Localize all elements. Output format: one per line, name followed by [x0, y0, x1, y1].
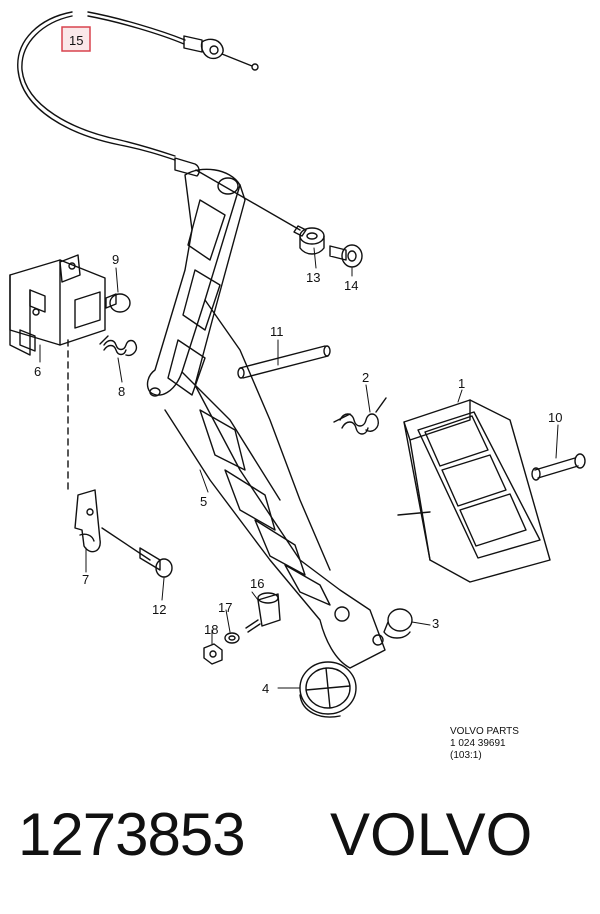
- part-11-shaft: [237, 345, 331, 379]
- callout-17: 17: [218, 600, 232, 615]
- part-6-bracket: [9, 254, 106, 356]
- pedal-lever-arm: [146, 168, 386, 669]
- part-8-spring: [99, 335, 138, 357]
- callout-1: 1: [458, 376, 465, 391]
- part-1-pedal-pad: [397, 399, 551, 583]
- callout-15: 15: [69, 33, 83, 48]
- callout-11: 11: [270, 324, 284, 339]
- callout-8: 8: [118, 384, 125, 399]
- leader-lines: [39, 247, 559, 689]
- callout-16: 16: [250, 576, 264, 591]
- part-7-clip: [74, 489, 101, 553]
- part-10-pin: [531, 453, 586, 481]
- callout-7: 7: [82, 572, 89, 587]
- part-14-pin: [329, 244, 363, 268]
- callout-6: 6: [34, 364, 41, 379]
- stamp-line-1: VOLVO PARTS: [450, 726, 519, 737]
- part-2-spring: [333, 397, 387, 435]
- callout-9: 9: [112, 252, 119, 267]
- callout-14: 14: [344, 278, 358, 293]
- callout-5: 5: [200, 494, 207, 509]
- part-16-stop-screw: [245, 592, 281, 633]
- part-9-bumper: [105, 293, 131, 313]
- part-18-nut: [203, 643, 223, 665]
- callout-4: 4: [262, 681, 269, 696]
- stamp-line-3: (103:1): [450, 750, 482, 761]
- callout-10: 10: [548, 410, 562, 425]
- callout-2: 2: [362, 370, 369, 385]
- callout-13: 13: [306, 270, 320, 285]
- callout-12: 12: [152, 602, 166, 617]
- exploded-parts-diagram: 15 9 6 8 7 12 13 14 11 2 1 10 5 16 17 18…: [9, 11, 586, 761]
- part-17-washer: [224, 632, 240, 644]
- part-13-bushing: [299, 227, 325, 255]
- highlight-box-15: [61, 26, 91, 52]
- part-4-bearing: [299, 661, 357, 718]
- highlight-fill-15: [62, 27, 90, 51]
- callout-3: 3: [432, 616, 439, 631]
- callout-18: 18: [204, 622, 218, 637]
- part-number: 1273853: [18, 801, 246, 868]
- part-12-bolt: [101, 527, 173, 578]
- stamp-line-2: 1 024 39691: [450, 738, 506, 749]
- part-3-cap: [383, 608, 413, 639]
- throttle-cable: [17, 11, 307, 237]
- brand-name: VOLVO: [330, 801, 533, 868]
